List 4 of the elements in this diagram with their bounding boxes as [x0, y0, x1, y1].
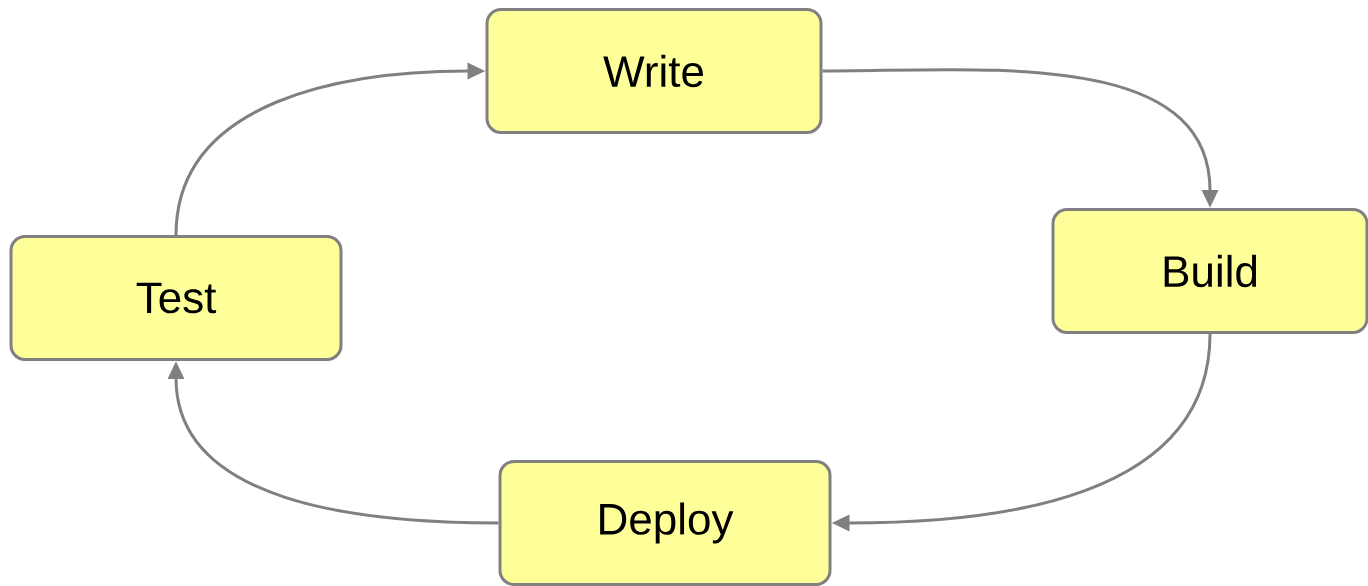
process-box: Deploy: [498, 460, 832, 586]
process-box: Build: [1051, 208, 1368, 334]
process-box: Test: [9, 235, 343, 361]
process-box: Write: [485, 8, 823, 134]
